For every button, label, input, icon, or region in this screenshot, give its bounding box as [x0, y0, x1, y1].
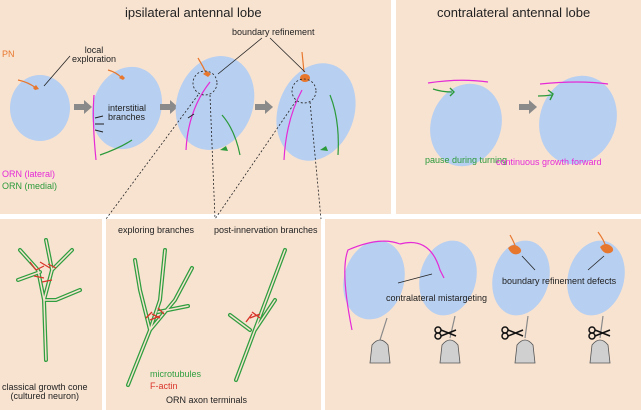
- right-arrow-icon: [74, 100, 92, 114]
- lobe-3: [175, 56, 255, 150]
- local-exploration-label: local exploration: [72, 45, 117, 64]
- right-arrow-icon: [160, 100, 178, 114]
- defect-3: [492, 234, 550, 364]
- defect-4: [567, 231, 625, 364]
- scissors-icon: [434, 326, 457, 340]
- post-innervation-terminal: [228, 248, 287, 382]
- contralateral-title: contralateral antennal lobe: [437, 5, 591, 20]
- bell-icon: [439, 339, 461, 364]
- contra-stage-1: [427, 79, 502, 167]
- lobe-2: [91, 66, 163, 150]
- defect-1: [343, 240, 405, 364]
- continuous-growth-forward-label: continuous growth forward: [496, 157, 602, 167]
- growth-cone-panel: [0, 219, 102, 410]
- scissors-icon: [588, 326, 611, 340]
- lobe-1: [10, 75, 70, 141]
- contralateral-mistargeting-label: contralateral mistargeting: [386, 293, 488, 303]
- exploring-branches-label: exploring branches: [118, 225, 195, 235]
- pn-label: PN: [2, 49, 15, 59]
- lobe-4: [276, 63, 356, 161]
- stage-1: [10, 75, 70, 141]
- pause-during-turning-label: pause during turning: [425, 155, 508, 165]
- stage-4: [276, 51, 356, 161]
- microtubules-label: microtubules: [150, 369, 202, 379]
- right-arrow-icon: [519, 100, 537, 114]
- defect-2: [399, 240, 477, 364]
- scissors-icon: [501, 326, 524, 340]
- bell-icon: [369, 339, 391, 364]
- stage-2: [91, 66, 163, 161]
- orn-axon-terminals-label: ORN axon terminals: [166, 395, 248, 405]
- exploring-terminal: [126, 248, 194, 387]
- stage-3: [175, 56, 255, 156]
- f-actin-label: F-actin: [150, 381, 178, 391]
- orn-medial-label: ORN (medial): [2, 181, 58, 191]
- bell-icon: [514, 339, 536, 364]
- classical-growth-cone-label: classical growth cone (cultured neuron): [2, 382, 88, 401]
- post-innervation-branches-label: post-innervation branches: [214, 225, 318, 235]
- bell-icon: [589, 339, 611, 364]
- growth-cone: [16, 238, 82, 362]
- contra-stage-2: [537, 75, 617, 165]
- interstitial-branches-label: interstitial branches: [108, 103, 147, 122]
- orn-lateral-label: ORN (lateral): [2, 169, 56, 179]
- boundary-refinement-label: boundary refinement: [232, 27, 315, 37]
- right-arrow-icon: [255, 100, 273, 114]
- ipsilateral-title: ipsilateral antennal lobe: [125, 5, 262, 20]
- boundary-refinement-defects-label: boundary refinement defects: [502, 276, 617, 286]
